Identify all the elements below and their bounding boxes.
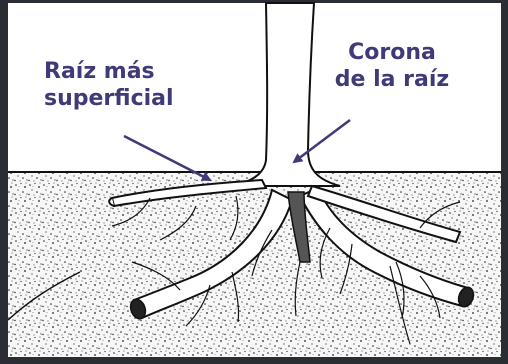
fine-rootlets (111, 195, 461, 345)
left-root-cut-end (129, 298, 147, 320)
shallow-root-tip (108, 197, 115, 207)
soil-area (8, 172, 501, 357)
crown-arrow (292, 119, 351, 164)
shallow-root (110, 178, 268, 208)
root-crown-label-line-2: de la raíz (334, 67, 450, 92)
right-root-cut-end (457, 286, 475, 308)
root-crown-label: Corona de la raíz (312, 39, 472, 93)
shallow-root-label-line-2: superficial (44, 86, 174, 111)
shallow-root-arrow (123, 134, 212, 182)
right-upper-root (306, 184, 462, 244)
shallow-root-label: Raíz más superficial (44, 58, 174, 112)
soil-crack-left (7, 271, 81, 321)
shallow-root-label-line-1: Raíz más (44, 59, 155, 84)
tree-trunk (231, 2, 341, 187)
taproot (287, 191, 311, 263)
root-crown-label-line-1: Corona (348, 40, 436, 65)
